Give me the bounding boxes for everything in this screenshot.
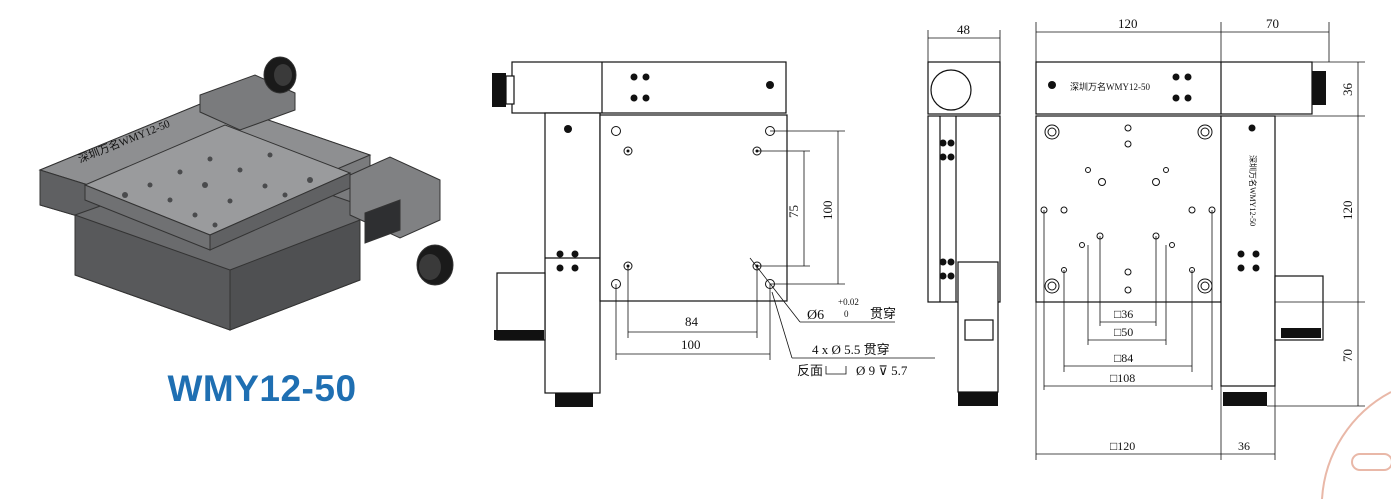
dim-36-right: 36: [1340, 83, 1355, 97]
note-hole-main: Ø6: [807, 308, 824, 323]
dim-70-top: 70: [1266, 16, 1279, 31]
dim-84: 84: [685, 314, 699, 329]
note-hole-tol-bottom: 0: [844, 309, 849, 319]
top-bottom-knob: [1223, 392, 1267, 406]
top-engraving: 深圳万名WMY12-50: [1070, 81, 1150, 92]
note-holes-line2b: Ø 9 ⊽ 5.7: [856, 363, 908, 378]
note-holes-line2: 反面: [797, 363, 823, 378]
top-housing: [1035, 61, 1313, 115]
front-view: 75 100 84 100 Ø6 +0.02 0 贯穿 4 x Ø 5.5 贯穿: [492, 61, 935, 407]
dim-36-bottom: 36: [1238, 439, 1250, 453]
dim-75: 75: [786, 205, 801, 218]
product-render: 深圳万名WMY12-50: [38, 56, 454, 331]
dim-sq36: □36: [1114, 307, 1133, 321]
note-holes-line1: 4 x Ø 5.5 贯穿: [812, 342, 890, 357]
top-right-knob: [1312, 71, 1326, 105]
dim-100-vertical: 100: [820, 201, 835, 221]
dim-sq108: □108: [1110, 371, 1135, 385]
dim-sq50: □50: [1114, 325, 1133, 339]
note-hole-through: 贯穿: [870, 306, 896, 321]
dim-sq120: □120: [1110, 439, 1135, 453]
side-view: 48: [927, 22, 1001, 406]
dim-48: 48: [957, 22, 970, 37]
top-right-column: [1220, 115, 1276, 387]
dim-70-right: 70: [1340, 349, 1355, 362]
note-hole-tol-top: +0.02: [838, 297, 859, 307]
model-title: WMY12-50: [167, 368, 357, 409]
front-lower-housing: [496, 272, 546, 341]
front-top-housing: [511, 61, 787, 114]
dim-120-right: 120: [1340, 201, 1355, 221]
dim-120-top: 120: [1118, 16, 1138, 31]
front-plate: [599, 114, 788, 302]
dim-100-horizontal: 100: [681, 337, 701, 352]
side-knob: [958, 392, 998, 406]
top-view: 120 70 深圳万名WMY12-50 深圳万名WMY12-50: [1035, 16, 1365, 460]
dim-sq84: □84: [1114, 351, 1133, 365]
front-left-knob: [492, 73, 506, 107]
corner-decoration: [1321, 391, 1391, 499]
front-bottom-knob: [555, 393, 593, 407]
side-engraving: 深圳万名WMY12-50: [1248, 155, 1258, 226]
